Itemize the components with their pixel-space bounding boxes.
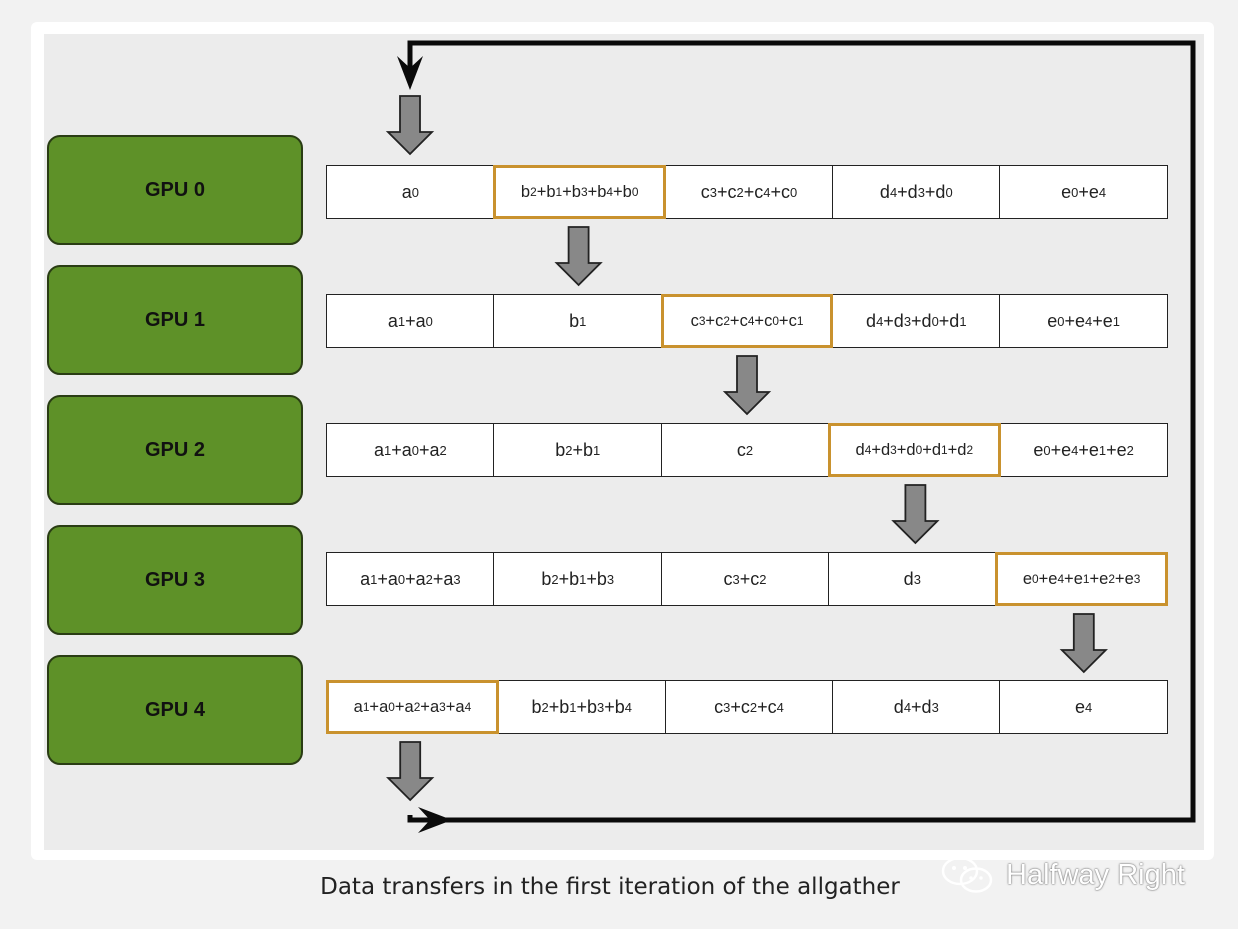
gpu-box-3: GPU 3 — [47, 525, 303, 635]
ring-arrowhead-down — [397, 56, 423, 90]
ring-return-path — [397, 40, 1196, 833]
transfer-arrow-group — [385, 95, 1108, 802]
ring-line — [407, 40, 1196, 823]
incoming-transfer-arrow — [385, 95, 435, 156]
transfer-arrow-gpu-0 — [554, 226, 603, 287]
gpu-label: GPU 4 — [144, 698, 206, 721]
watermark-text: Halfway Right — [1006, 858, 1185, 891]
transfer-arrow-gpu-4 — [386, 741, 435, 802]
gpu-label: GPU 2 — [144, 438, 206, 461]
gpu-box-2: GPU 2 — [47, 395, 303, 505]
transfer-arrow-gpu-1 — [722, 355, 772, 416]
gpu-label: GPU 1 — [144, 308, 206, 331]
ring-arrowhead-right — [418, 807, 452, 833]
gpu-label: GPU 0 — [144, 178, 206, 201]
gpu-box-1: GPU 1 — [47, 265, 303, 375]
watermark: Halfway Right — [940, 854, 1185, 896]
figure-caption: Data transfers in the first iteration of… — [320, 874, 900, 900]
gpu-box-0: GPU 0 — [47, 135, 303, 245]
wechat-icon — [941, 856, 993, 893]
transfer-arrow-gpu-3 — [1059, 613, 1108, 674]
gpu-box-4: GPU 4 — [47, 655, 303, 765]
gpu-label: GPU 3 — [144, 568, 206, 591]
transfer-arrow-gpu-2 — [891, 484, 940, 545]
